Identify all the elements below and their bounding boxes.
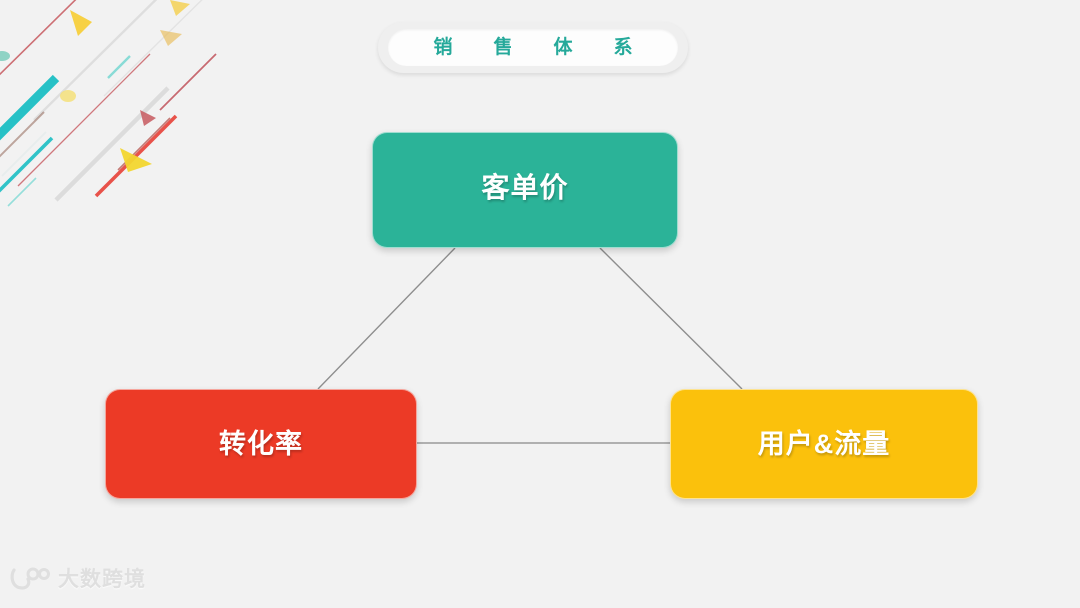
page-title-pill: 销售体系 (378, 22, 688, 73)
watermark: 大数跨境 (10, 566, 146, 592)
node-conversion-rate[interactable]: 转化率 (105, 389, 417, 499)
page-title: 销售体系 (433, 37, 674, 58)
brand-logo-icon (10, 567, 50, 590)
node-users-and-traffic[interactable]: 用户&流量 (670, 389, 978, 499)
node-label: 客单价 (481, 172, 569, 203)
connector-top-right (599, 247, 743, 390)
connector-top-left (317, 247, 456, 390)
node-label: 转化率 (219, 428, 303, 459)
page-title-pill-inner: 销售体系 (388, 29, 678, 66)
watermark-text: 大数跨境 (58, 567, 146, 591)
confetti-decoration (0, 0, 217, 207)
node-average-order-value[interactable]: 客单价 (372, 132, 678, 248)
node-label: 用户&流量 (757, 428, 891, 459)
